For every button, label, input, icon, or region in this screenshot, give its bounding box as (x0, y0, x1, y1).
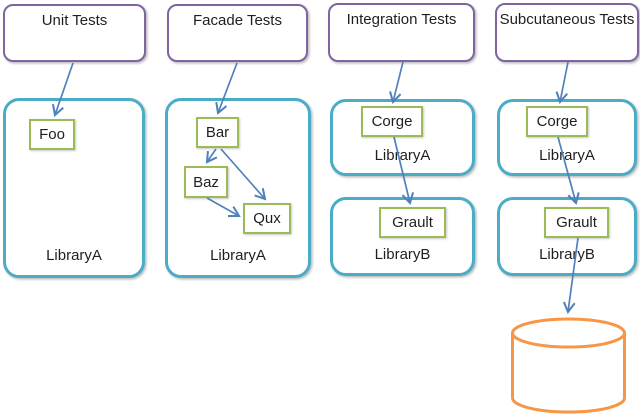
header-unit-tests: Unit Tests (3, 4, 146, 62)
container-label-librarya-subcutaneous: LibraryA (539, 147, 595, 164)
node-qux: Qux (243, 203, 291, 234)
container-label-librarya-integration: LibraryA (374, 147, 431, 164)
container-label-libraryb-integration: LibraryB (374, 246, 431, 263)
arrow-integration-to-corge (389, 61, 404, 104)
header-integration-tests: Integration Tests (328, 3, 475, 62)
node-bar: Bar (196, 117, 239, 148)
node-foo: Foo (29, 119, 75, 150)
header-facade-tests: Facade Tests (167, 4, 308, 62)
arrow-subcutaneous-to-corge (555, 61, 569, 105)
container-label-librarya-facade: LibraryA (210, 247, 266, 264)
node-grault-subcutaneous: Grault (544, 207, 609, 238)
container-label-libraryb-subcutaneous: LibraryB (539, 246, 595, 263)
header-subcutaneous-tests: Subcutaneous Tests (495, 3, 639, 62)
database-cylinder (511, 317, 626, 414)
container-label-librarya-unit: LibraryA (46, 247, 102, 264)
database-body (511, 333, 626, 414)
database-top (511, 317, 626, 349)
node-corge-integration: Corge (361, 106, 423, 137)
node-baz: Baz (184, 166, 228, 198)
node-corge-subcutaneous: Corge (526, 106, 588, 137)
node-grault-integration: Grault (379, 207, 446, 238)
